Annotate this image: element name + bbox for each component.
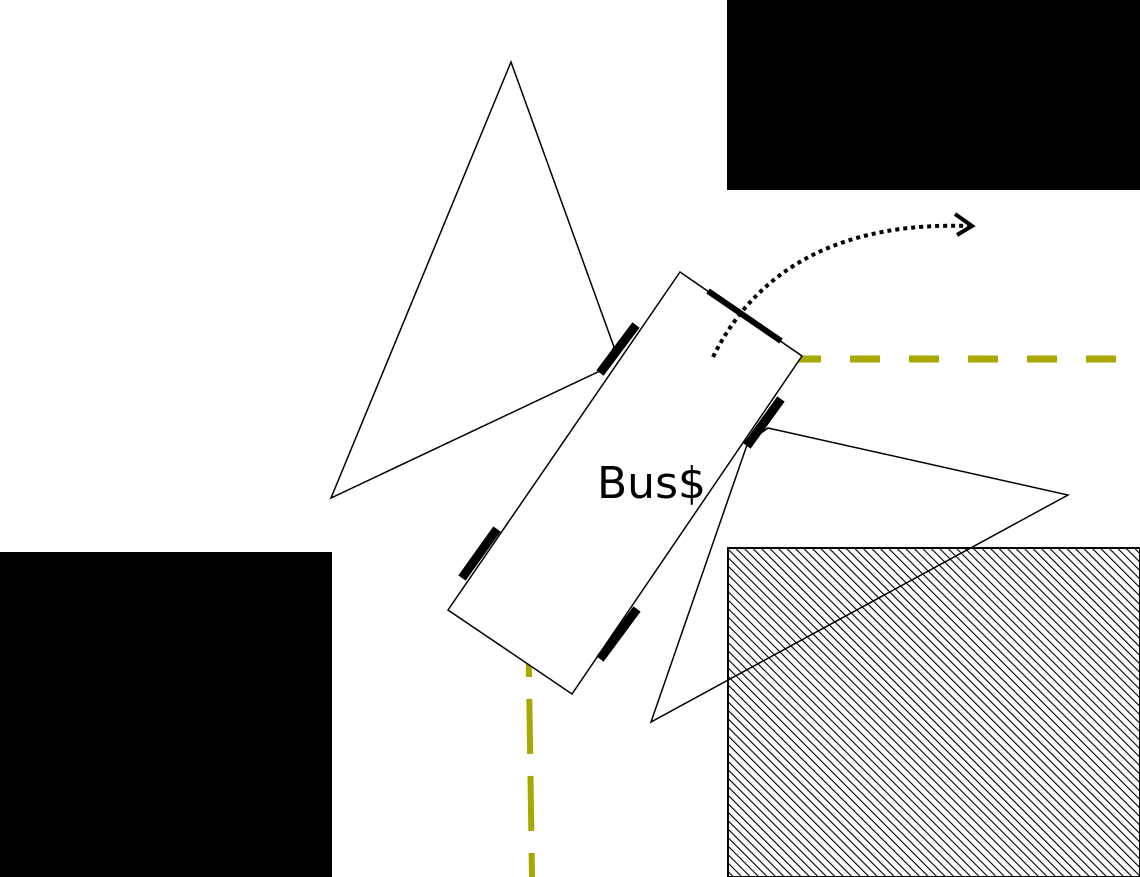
building-bottom-left xyxy=(0,552,332,877)
building-top-right xyxy=(727,0,1140,190)
mirror-front-right xyxy=(743,396,785,449)
arrow-head-icon xyxy=(953,212,976,237)
wheel-rear-right xyxy=(596,606,641,662)
mirror-front-left xyxy=(596,322,640,376)
wheel-rear-left xyxy=(458,526,501,581)
building-bottom-right-hatched xyxy=(727,547,1140,877)
turning-path-arrow xyxy=(711,223,969,358)
wheel-front xyxy=(706,288,783,344)
lane-marking-vertical xyxy=(524,544,535,877)
bus-label: Bus$ xyxy=(597,458,706,509)
